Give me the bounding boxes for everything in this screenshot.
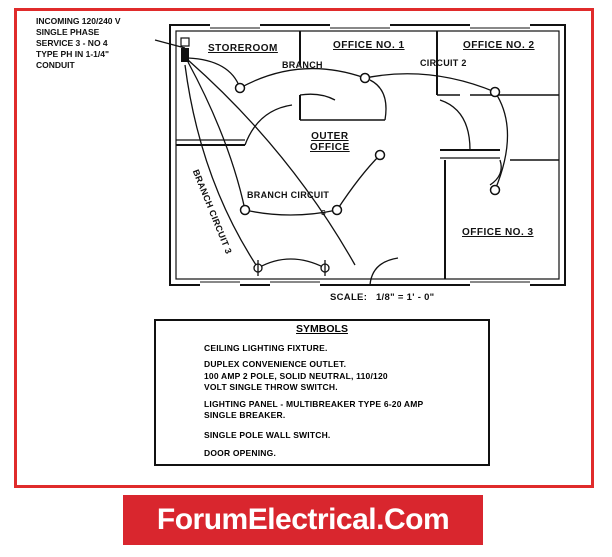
circuit-label-branch: BRANCH [282,60,323,70]
ceiling-fixture-outer-2 [331,204,343,216]
circuit-label-branch-circuit: BRANCH CIRCUIT [247,190,330,200]
room-label-office2: OFFICE NO. 2 [463,40,535,51]
symbols-title: SYMBOLS [296,323,348,335]
legend-row: SINGLE BREAKER. [204,410,286,420]
legend-row: DUPLEX CONVENIENCE OUTLET. [204,359,347,369]
room-label-outer-line1: OUTER [311,131,349,142]
circuit-wire-5 [187,61,246,211]
legend-row: VOLT SINGLE THROW SWITCH. [204,382,338,392]
ceiling-fixture-office1 [359,72,371,84]
circuit-label-circuit2: CIRCUIT 2 [420,58,467,68]
circuit-wire-7 [336,154,381,211]
service-note: INCOMING 120/240 V SINGLE PHASE SERVICE … [36,16,121,71]
circuit-wire-6 [244,209,338,216]
ceiling-fixture-storeroom [234,82,246,94]
circuit-wire-3 [364,73,496,93]
circuit-wire-8 [184,64,259,269]
service-note-line: TYPE PH IN 1-1/4" [36,49,109,59]
ceiling-fixture-outer-1 [239,204,251,216]
circuit-wire-9 [257,258,326,269]
door-opening-office1 [299,93,336,101]
ceiling-fixture-office2 [489,86,501,98]
service-note-line: SERVICE 3 - NO 4 [36,38,108,48]
room-label-storeroom: STOREROOM [208,43,278,54]
door-opening-office1-b [369,79,387,121]
inner-wall [175,30,560,280]
door-opening-office2 [439,99,471,151]
legend-row: DOOR OPENING. [204,448,277,458]
door-opening-office3 [489,159,502,186]
legend-row: 100 AMP 2 POLE, SOLID NEUTRAL, 110/120 [204,371,388,381]
circuit-wire-4 [494,91,509,191]
room-label-outer: OUTER OFFICE [310,131,350,153]
room-label-office3: OFFICE NO. 3 [462,227,534,238]
legend-row: LIGHTING PANEL - MULTIBREAKER TYPE 6-20 … [204,399,424,409]
circuit-wire-1 [187,57,241,89]
service-note-line: CONDUIT [36,60,75,70]
wall-switch-outer: S [321,210,326,217]
scale-label: SCALE: 1/8" = 1' - 0" [330,292,435,303]
ceiling-fixture-outer-3 [374,149,386,161]
service-note-line: INCOMING 120/240 V [36,16,121,26]
symbols-legend: SYMBOLS CEILING LIGHTING FIXTURE. DUPLEX… [154,319,490,466]
circuit-wire-10 [187,59,356,266]
main-switch [180,37,190,47]
door-opening-storeroom [244,104,293,146]
service-note-line: SINGLE PHASE [36,27,100,37]
ceiling-fixture-office3 [489,184,501,196]
brand-banner: ForumElectrical.Com [123,495,483,545]
lighting-panel [181,48,189,62]
circuit-wire-2 [239,67,366,89]
door-opening-entry [369,257,399,286]
room-label-office1: OFFICE NO. 1 [333,40,405,51]
service-leader [154,39,186,49]
legend-row: SINGLE POLE WALL SWITCH. [204,430,331,440]
room-label-outer-line2: OFFICE [310,142,350,153]
legend-row: CEILING LIGHTING FIXTURE. [204,343,328,353]
